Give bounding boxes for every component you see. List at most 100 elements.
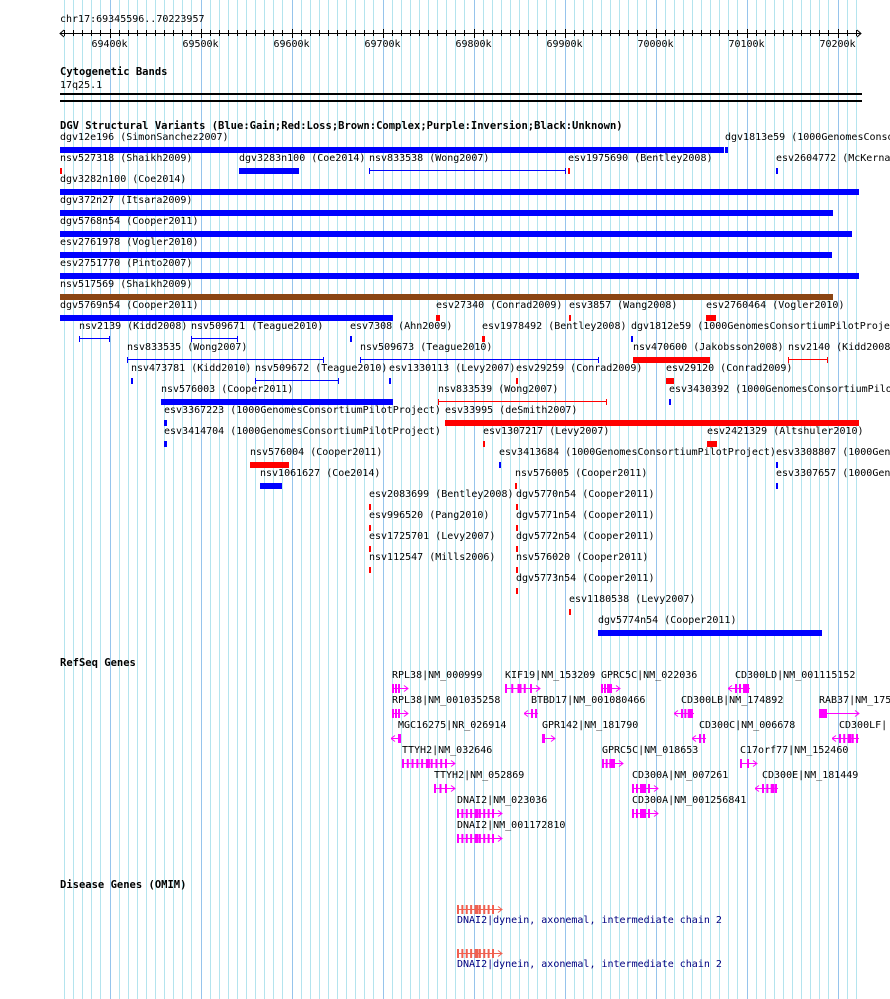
variant-label[interactable]: nsv833535 (Wong2007) — [127, 342, 248, 353]
variant-bar[interactable] — [516, 525, 518, 531]
gene-label[interactable]: C17orf77|NM_152460 — [740, 745, 849, 756]
variant-label[interactable]: dgv5768n54 (Cooper2011) — [60, 216, 199, 227]
variant-label[interactable]: dgv1813e59 (1000GenomesConsortiumPilotPr… — [725, 132, 890, 143]
variant-label[interactable]: esv1978492 (Bentley2008) — [482, 321, 627, 332]
gene-label[interactable]: CD300A|NM_001256841 — [632, 795, 747, 806]
variant-bar[interactable] — [60, 231, 852, 237]
variant-bar[interactable] — [60, 147, 724, 153]
gene-model[interactable] — [434, 783, 457, 794]
variant-bar[interactable] — [707, 441, 717, 447]
variant-label[interactable]: dgv5771n54 (Cooper2011) — [516, 510, 655, 521]
variant-label[interactable]: esv29259 (Conrad2009) — [516, 363, 643, 374]
gene-model[interactable] — [457, 808, 504, 819]
variant-label[interactable]: esv3307657 (1000GenomesConsortiumPilotPr… — [776, 468, 890, 479]
variant-label[interactable]: nsv112547 (Mills2006) — [369, 552, 496, 563]
gene-model[interactable] — [391, 733, 403, 744]
variant-bar[interactable] — [516, 504, 518, 510]
dgv-track-title[interactable]: DGV Structural Variants (Blue:Gain;Red:L… — [60, 120, 623, 132]
variant-label[interactable]: nsv509672 (Teague2010) — [255, 363, 388, 374]
variant-bar[interactable] — [516, 378, 518, 384]
variant-bar[interactable] — [776, 483, 778, 489]
variant-label[interactable]: nsv576020 (Cooper2011) — [516, 552, 649, 563]
gene-label[interactable]: CD300E|NM_181449 — [762, 770, 859, 781]
variant-label[interactable]: nsv509671 (Teague2010) — [191, 321, 324, 332]
gene-model[interactable] — [524, 708, 540, 719]
gene-label[interactable]: CD300A|NM_007261 — [632, 770, 729, 781]
variant-bar[interactable] — [260, 483, 282, 489]
variant-bar[interactable] — [369, 567, 371, 573]
variant-label[interactable]: nsv833538 (Wong2007) — [369, 153, 490, 164]
gene-model[interactable] — [740, 758, 759, 769]
variant-label[interactable]: nsv509673 (Teague2010) — [360, 342, 493, 353]
variant-span[interactable] — [79, 336, 110, 342]
variant-bar[interactable] — [131, 378, 133, 384]
gene-model[interactable] — [692, 733, 708, 744]
variant-bar[interactable] — [598, 630, 822, 636]
variant-label[interactable]: nsv1061627 (Coe2014) — [260, 468, 381, 479]
gene-model[interactable] — [402, 758, 457, 769]
variant-bar[interactable] — [60, 210, 833, 216]
variant-label[interactable]: nsv470600 (Jakobsson2008) — [633, 342, 784, 353]
variant-span[interactable] — [191, 336, 238, 342]
variant-bar[interactable] — [483, 441, 485, 447]
variant-label[interactable]: nsv576003 (Cooper2011) — [161, 384, 294, 395]
variant-label[interactable]: dgv1812e59 (1000GenomesConsortiumPilotPr… — [631, 321, 890, 332]
variant-bar[interactable] — [389, 378, 391, 384]
variant-label[interactable]: dgv372n27 (Itsara2009) — [60, 195, 193, 206]
gene-label[interactable]: GPRC5C|NM_018653 — [602, 745, 699, 756]
gene-model[interactable] — [602, 758, 625, 769]
variant-bar[interactable] — [60, 294, 833, 300]
variant-label[interactable]: esv33995 (deSmith2007) — [445, 405, 578, 416]
variant-bar[interactable] — [350, 336, 352, 342]
variant-label[interactable]: nsv517569 (Shaikh2009) — [60, 279, 193, 290]
variant-label[interactable]: esv7308 (Ahn2009) — [350, 321, 453, 332]
variant-label[interactable]: dgv5769n54 (Cooper2011) — [60, 300, 199, 311]
variant-bar[interactable] — [776, 462, 778, 468]
gene-label[interactable]: CD300LB|NM_174892 — [681, 695, 784, 706]
variant-label[interactable]: nsv576004 (Cooper2011) — [250, 447, 383, 458]
variant-bar[interactable] — [706, 315, 716, 321]
variant-label[interactable]: esv3308807 (1000GenomesConsortiumPilotPr… — [776, 447, 890, 458]
variant-bar[interactable] — [60, 189, 859, 195]
variant-bar[interactable] — [568, 168, 570, 174]
variant-span[interactable] — [360, 357, 599, 363]
variant-label[interactable]: esv996520 (Pang2010) — [369, 510, 490, 521]
gene-label[interactable]: RPL38|NM_000999 — [392, 670, 483, 681]
variant-bar[interactable] — [516, 567, 518, 573]
gene-label[interactable]: TTYH2|NM_032646 — [402, 745, 493, 756]
variant-label[interactable]: esv2751770 (Pinto2007) — [60, 258, 193, 269]
variant-label[interactable]: esv2083699 (Bentley2008) — [369, 489, 514, 500]
variant-bar[interactable] — [499, 462, 501, 468]
gene-label[interactable]: RAB37|NM_175 — [819, 695, 890, 706]
gene-model[interactable] — [457, 833, 504, 844]
variant-label[interactable]: nsv527318 (Shaikh2009) — [60, 153, 193, 164]
variant-bar[interactable] — [60, 273, 859, 279]
variant-label[interactable]: dgv3283n100 (Coe2014) — [239, 153, 366, 164]
gene-model[interactable] — [392, 708, 410, 719]
gene-model[interactable] — [632, 808, 660, 819]
gene-label[interactable]: MGC16275|NR_026914 — [398, 720, 507, 731]
variant-label[interactable]: nsv576005 (Cooper2011) — [515, 468, 648, 479]
variant-bar[interactable] — [482, 336, 485, 342]
variant-bar[interactable] — [436, 315, 440, 321]
variant-label[interactable]: esv3367223 (1000GenomesConsortiumPilotPr… — [164, 405, 441, 416]
variant-label[interactable]: dgv12e196 (SimonSanchez2007) — [60, 132, 229, 143]
variant-label[interactable]: dgv5773n54 (Cooper2011) — [516, 573, 655, 584]
gene-label[interactable]: DNAI2|NM_023036 — [457, 795, 548, 806]
gene-model[interactable] — [832, 733, 861, 744]
variant-label[interactable]: esv3414704 (1000GenomesConsortiumPilotPr… — [164, 426, 441, 437]
gene-label[interactable]: KIF19|NM_153209 — [505, 670, 596, 681]
gene-label[interactable]: RPL38|NM_001035258 — [392, 695, 501, 706]
variant-bar[interactable] — [569, 609, 571, 615]
gene-model[interactable] — [542, 733, 557, 744]
gene-label[interactable]: GPRC5C|NM_022036 — [601, 670, 698, 681]
variant-span[interactable] — [788, 357, 828, 363]
variant-bar[interactable] — [164, 441, 167, 447]
gene-label[interactable]: CD300LD|NM_001115152 — [735, 670, 856, 681]
variant-span[interactable] — [255, 378, 339, 384]
variant-label[interactable]: nsv473781 (Kidd2010) — [131, 363, 252, 374]
variant-bar[interactable] — [250, 462, 289, 468]
variant-bar[interactable] — [776, 168, 778, 174]
variant-bar[interactable] — [164, 420, 167, 426]
variant-bar[interactable] — [515, 483, 517, 489]
